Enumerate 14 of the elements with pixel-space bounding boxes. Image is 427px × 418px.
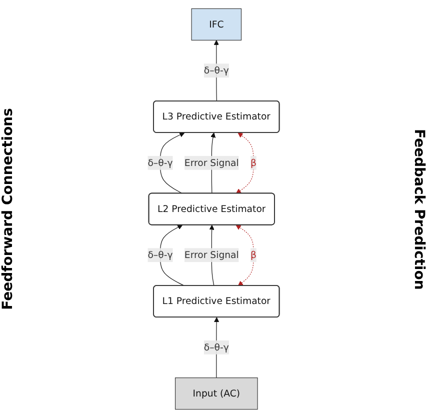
arrow xyxy=(236,224,254,286)
side-label: Feedback Prediction xyxy=(411,128,427,290)
node-box: Input (AC) xyxy=(174,378,258,410)
side-label: Feedforward Connections xyxy=(0,108,16,310)
arrow xyxy=(236,132,254,194)
edge-label: δ–θ-γ xyxy=(148,157,173,168)
edge-label: Error Signal xyxy=(184,249,239,260)
edge-label: δ–θ-γ xyxy=(204,342,229,353)
node-box: IFC xyxy=(191,8,242,40)
edge-label: δ–θ-γ xyxy=(204,64,229,76)
edge-label: δ–θ-γ xyxy=(148,249,173,260)
edge-label: Error Signal xyxy=(184,157,239,168)
edge-label: β xyxy=(250,157,257,168)
edge-label: β xyxy=(250,249,257,260)
